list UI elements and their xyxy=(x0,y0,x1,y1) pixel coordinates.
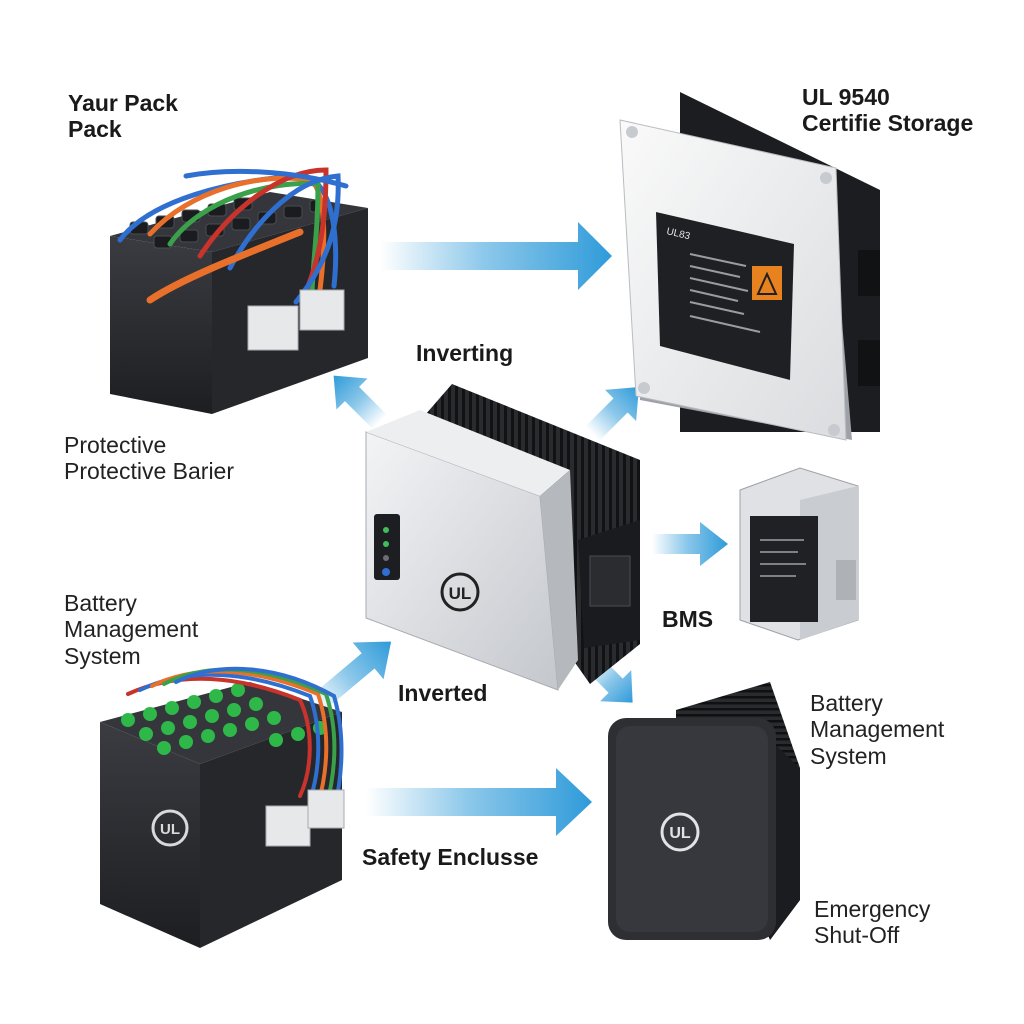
inverter-ul-mark: UL xyxy=(449,584,472,603)
pack-title: Yaur Pack Pack xyxy=(68,90,178,143)
arrow-battery-to-enclosure xyxy=(366,768,592,836)
protective-barrier-label: Protective Protective Barier xyxy=(64,432,235,485)
arrow-pack-to-storage xyxy=(380,222,612,290)
arrow-battery-to-inverter xyxy=(308,641,392,714)
battery-bottom: UL xyxy=(100,666,345,948)
inverting-label: Inverting xyxy=(416,340,514,366)
bms-left-label: Battery Management System xyxy=(64,590,199,669)
ul-logo-icon: UL xyxy=(440,572,480,612)
inverted-label: Inverted xyxy=(398,680,488,706)
ul9540-storage-unit: UL83 xyxy=(619,92,880,441)
storage-title: UL 9540 Certifie Storage xyxy=(802,84,974,137)
safety-enclosure: UL xyxy=(608,682,800,940)
arrow-to-storage-diagonal xyxy=(585,387,639,441)
arrow-to-pack xyxy=(333,375,388,430)
ul-logo-icon: UL xyxy=(660,812,700,852)
battery-pack-top xyxy=(110,167,368,414)
enclosure-ul-mark: UL xyxy=(669,825,691,842)
inverter-unit: UL xyxy=(365,384,640,691)
bms-right-label: Battery Management System xyxy=(810,690,945,769)
ul-logo-icon: UL xyxy=(151,809,189,847)
bms-label: BMS xyxy=(662,606,714,632)
emergency-shutoff-label: Emergency Shut-Off xyxy=(814,896,931,949)
arrow-to-bms-unit xyxy=(652,522,728,566)
safety-enclosure-label: Safety Enclusse xyxy=(362,844,539,870)
bms-unit xyxy=(739,467,859,641)
battery-ul-mark: UL xyxy=(160,821,180,838)
storage-label-code: UL83 xyxy=(665,226,691,242)
